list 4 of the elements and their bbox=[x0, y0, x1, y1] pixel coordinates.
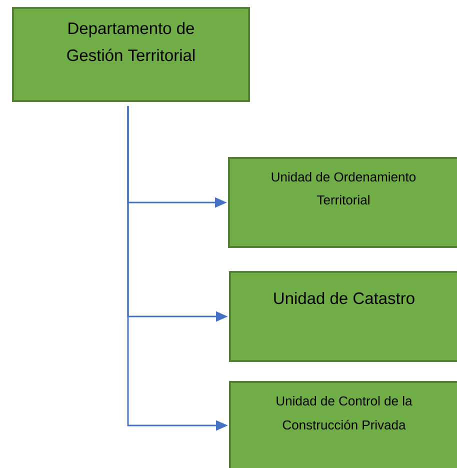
unit-box: Unidad de Ordenamiento Territorial bbox=[228, 157, 457, 248]
unit-box: Unidad de Catastro bbox=[229, 271, 457, 362]
unit-box: Unidad de Control de la Construcción Privada bbox=[229, 381, 457, 468]
unit-box: Departamento de Gestión Territorial bbox=[12, 7, 250, 102]
